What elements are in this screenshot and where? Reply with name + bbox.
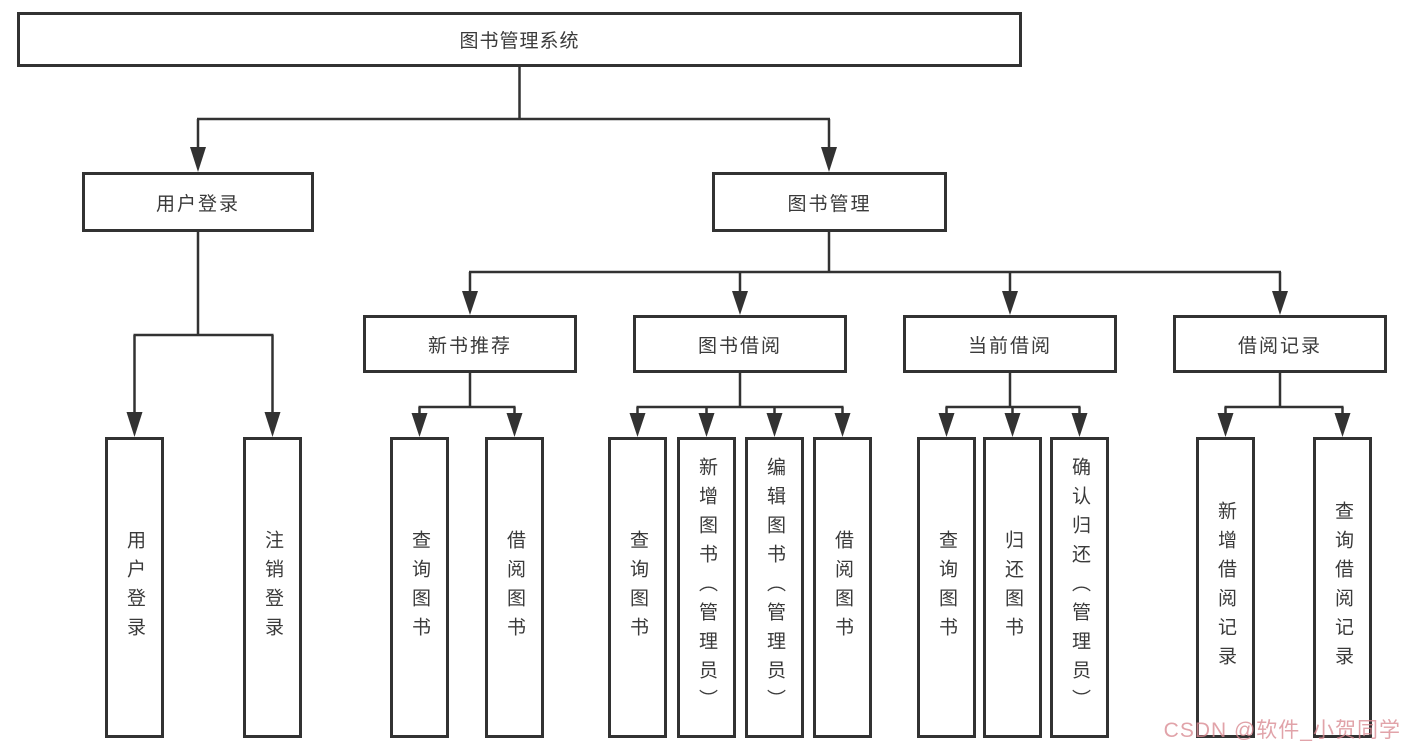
leaf-logout: 注销登录 xyxy=(243,437,302,738)
node-label: 注销登录 xyxy=(262,529,283,646)
node-new-book-recommend: 新书推荐 xyxy=(363,315,577,373)
node-user-login: 用户登录 xyxy=(82,172,314,232)
node-label: 借阅记录 xyxy=(1237,335,1322,357)
arrowheads xyxy=(126,147,1351,437)
node-label: 查询借阅记录 xyxy=(1332,500,1353,675)
node-label: 用户登录 xyxy=(124,529,145,646)
node-label: 查询图书 xyxy=(409,529,430,646)
leaf-confirm-return-admin: 确认归还（管理员） xyxy=(1050,437,1109,738)
node-label: 查询图书 xyxy=(936,529,957,646)
node-label: 新书推荐 xyxy=(427,335,512,357)
leaf-user-login: 用户登录 xyxy=(105,437,164,738)
node-label: 借阅图书 xyxy=(832,529,853,646)
leaf-borrow-books-recommend: 借阅图书 xyxy=(485,437,544,738)
node-label: 新增图书（管理员） xyxy=(696,457,717,718)
leaf-return-book: 归还图书 xyxy=(983,437,1042,738)
node-label: 图书管理 xyxy=(787,193,872,215)
node-label: 归还图书 xyxy=(1002,529,1023,646)
node-book-borrow: 图书借阅 xyxy=(633,315,847,373)
leaf-add-borrow-record: 新增借阅记录 xyxy=(1196,437,1255,738)
node-label: 确认归还（管理员） xyxy=(1069,457,1090,718)
node-borrow-records: 借阅记录 xyxy=(1173,315,1387,373)
node-label: 编辑图书（管理员） xyxy=(764,457,785,718)
node-label: 新增借阅记录 xyxy=(1215,500,1236,675)
node-label: 当前借阅 xyxy=(967,335,1052,357)
leaf-query-borrow-record: 查询借阅记录 xyxy=(1313,437,1372,738)
node-label: 用户登录 xyxy=(155,193,240,215)
node-label: 图书借阅 xyxy=(697,335,782,357)
leaf-query-books-current: 查询图书 xyxy=(917,437,976,738)
node-book-management: 图书管理 xyxy=(712,172,947,232)
node-label: 图书管理系统 xyxy=(459,31,580,52)
node-library-system: 图书管理系统 xyxy=(17,12,1022,67)
node-current-borrow: 当前借阅 xyxy=(903,315,1117,373)
node-label: 查询图书 xyxy=(627,529,648,646)
node-label: 借阅图书 xyxy=(504,529,525,646)
leaf-query-books-borrow: 查询图书 xyxy=(608,437,667,738)
leaf-edit-book-admin: 编辑图书（管理员） xyxy=(745,437,804,738)
leaf-query-books-recommend: 查询图书 xyxy=(390,437,449,738)
csdn-watermark: CSDN @软件_小贺同学 xyxy=(1163,719,1401,742)
leaf-add-book-admin: 新增图书（管理员） xyxy=(677,437,736,738)
leaf-borrow-books: 借阅图书 xyxy=(813,437,872,738)
